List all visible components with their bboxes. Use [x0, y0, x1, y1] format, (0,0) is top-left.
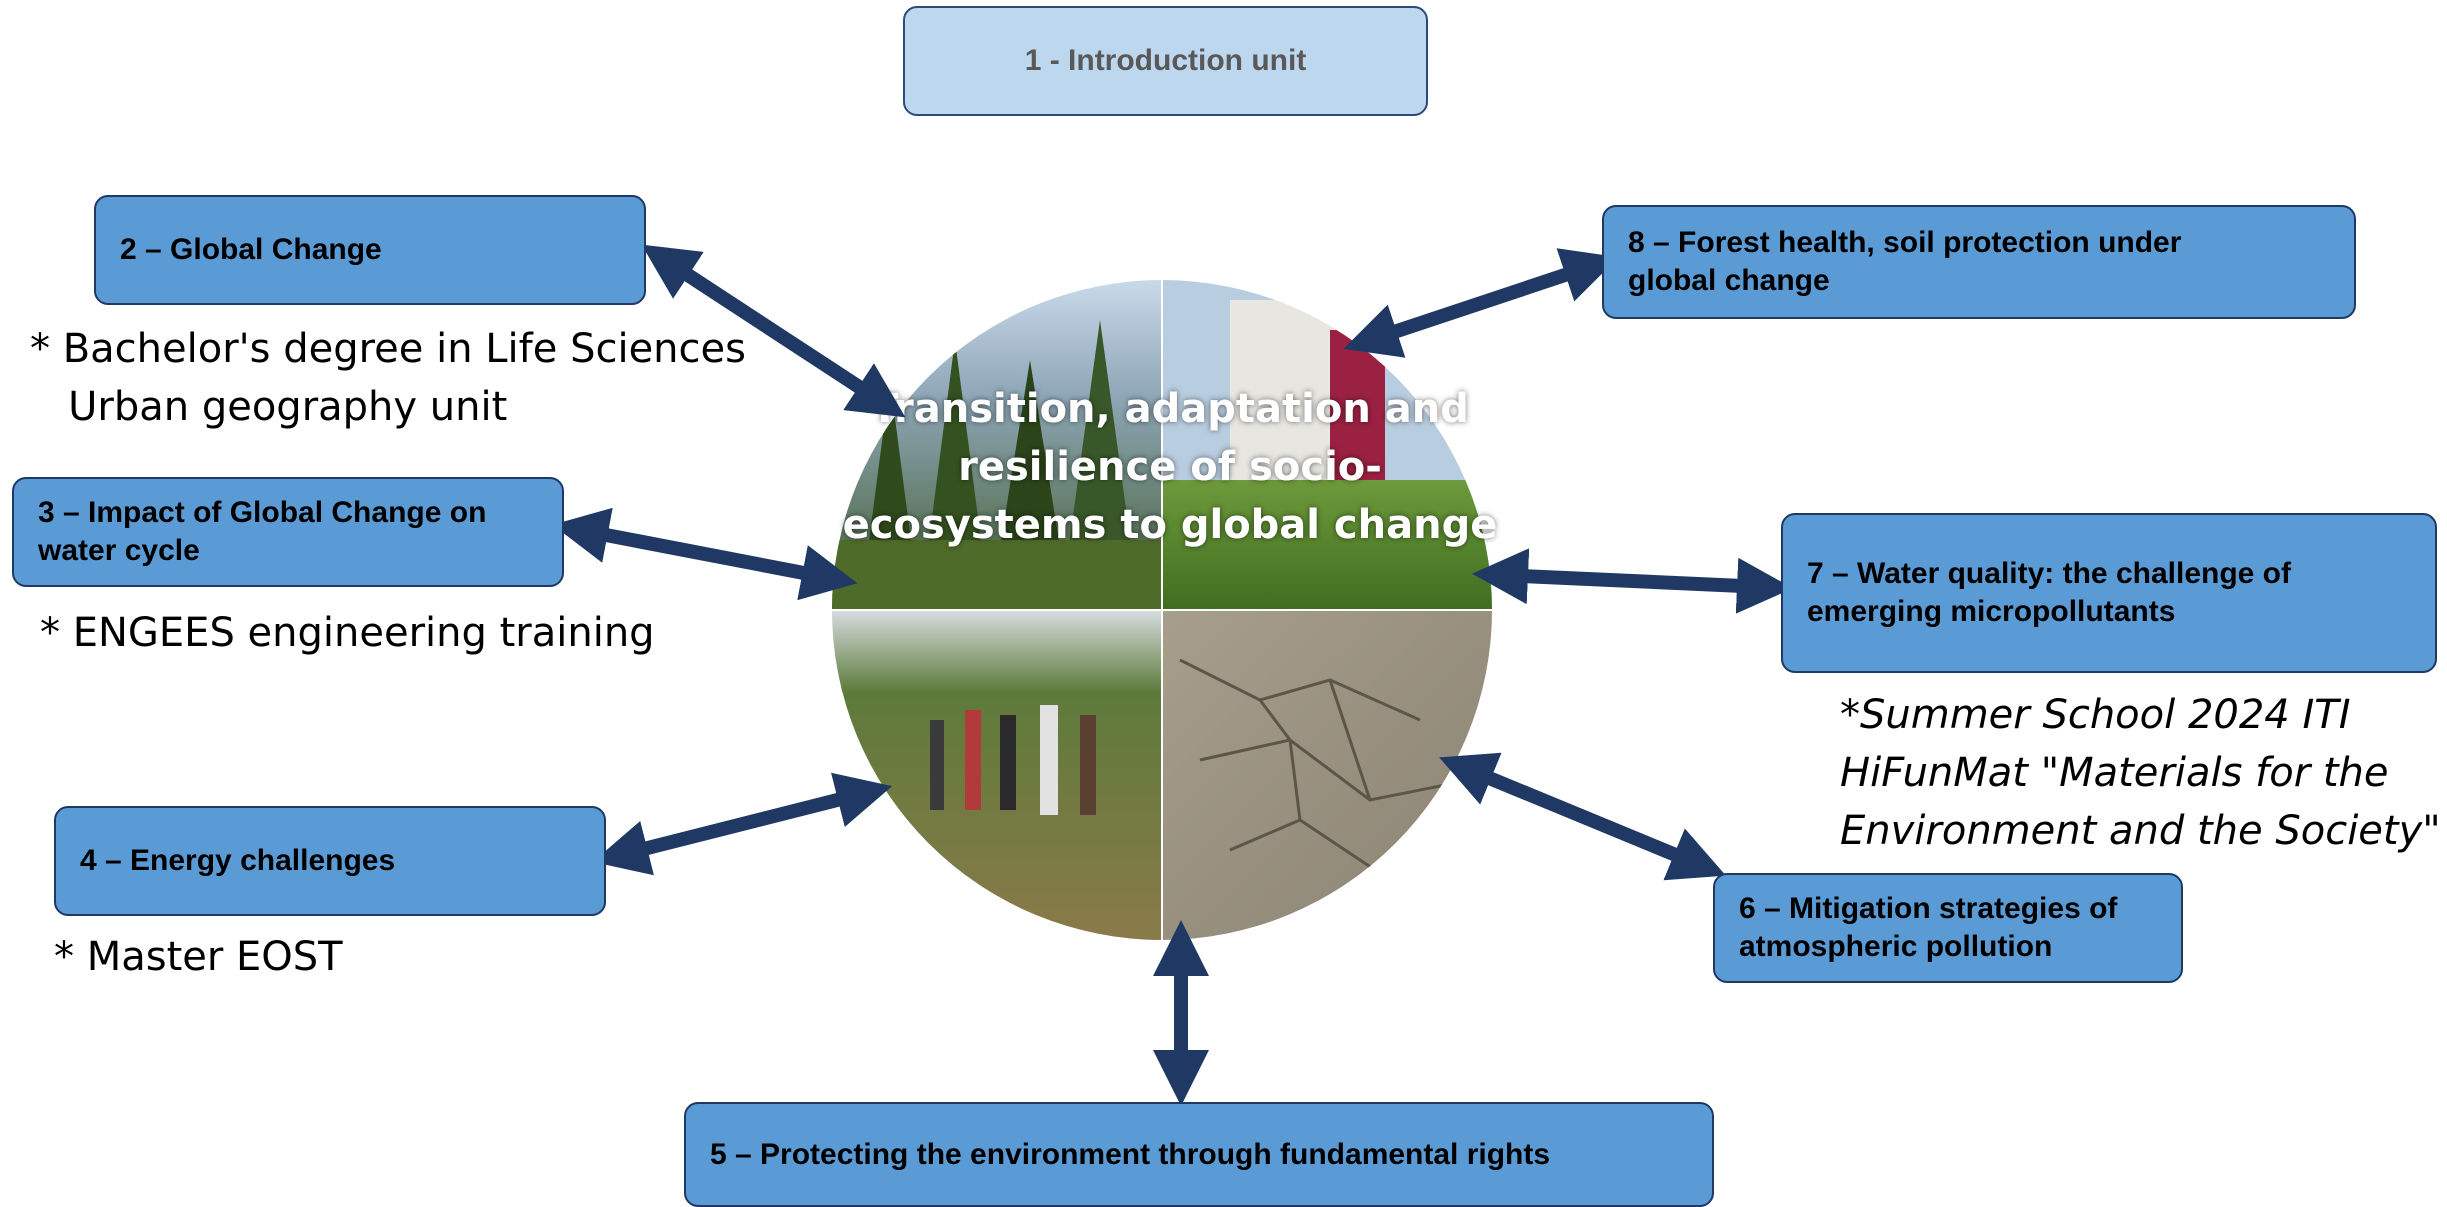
unit-5-label: 5 – Protecting the environment through f…	[710, 1137, 1551, 1171]
arrow-unit-6	[1439, 752, 1726, 881]
unit-3-label: 3 – Impact of Global Change on water cyc…	[38, 496, 487, 567]
unit-2-label: 2 – Global Change	[120, 233, 382, 266]
unit-7-label: 7 – Water quality: the challenge of emer…	[1807, 557, 2291, 628]
arrow-unit-8	[1343, 248, 1619, 358]
unit-8-label: 8 – Forest health, soil protection under…	[1628, 226, 2182, 297]
note-bachelor: * Bachelor's degree in Life Sciences Urb…	[30, 326, 746, 430]
unit-6-label: 6 – Mitigation strategies of atmospheric…	[1739, 892, 2118, 963]
arrow-unit-4	[592, 772, 893, 876]
unit-1-label: 1 - Introduction unit	[1024, 44, 1307, 77]
arrow-unit-2	[641, 244, 906, 418]
note-summer-school: *Summer School 2024 ITI HiFunMat "Materi…	[1840, 692, 2441, 854]
arrow-unit-3	[552, 507, 858, 601]
unit-6-box: 6 – Mitigation strategies of atmospheric…	[1713, 873, 2183, 983]
center-title: Transition, adaptation and resilience of…	[842, 386, 1498, 548]
unit-1-box: 1 - Introduction unit	[903, 6, 1428, 116]
unit-7-box: 7 – Water quality: the challenge of emer…	[1781, 513, 2437, 673]
unit-4-label: 4 – Energy challenges	[80, 844, 396, 877]
unit-2-box: 2 – Global Change	[94, 195, 646, 305]
unit-4-box: 4 – Energy challenges	[54, 806, 606, 916]
unit-8-box: 8 – Forest health, soil protection under…	[1602, 205, 2356, 319]
unit-3-box: 3 – Impact of Global Change on water cyc…	[12, 477, 564, 587]
arrow-unit-7	[1472, 548, 1793, 614]
note-master: * Master EOST	[54, 934, 343, 980]
note-engees: * ENGEES engineering training	[40, 610, 655, 656]
unit-5-box: 5 – Protecting the environment through f…	[684, 1102, 1714, 1207]
